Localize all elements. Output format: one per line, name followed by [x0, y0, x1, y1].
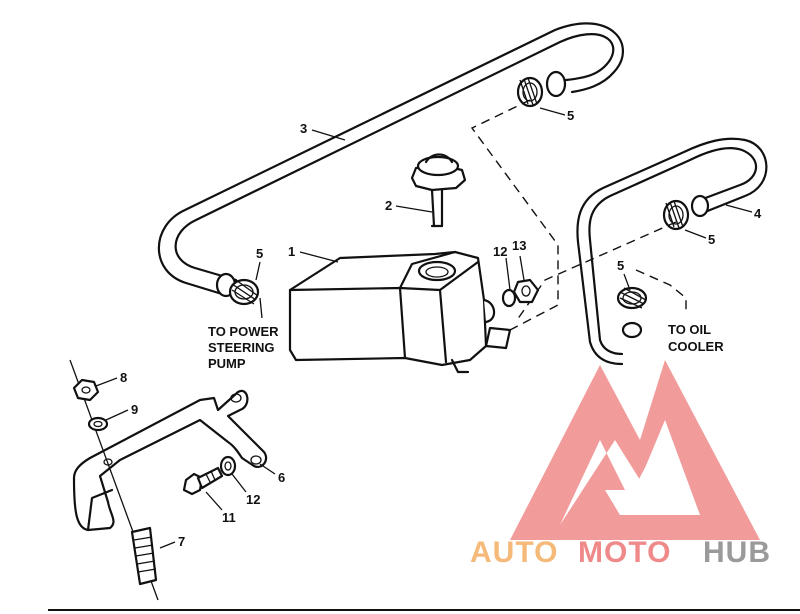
hose-clamp-a: [516, 76, 544, 108]
mounting-bracket: [72, 389, 268, 532]
note-power-line3: PUMP: [208, 356, 246, 371]
note-power-line2: STEERING: [208, 340, 274, 355]
callout-5-right: 5: [708, 232, 715, 247]
callout-9: 9: [131, 402, 138, 417]
hose-clamp-b: [662, 199, 690, 231]
stud-7: [130, 526, 158, 586]
callout-labels: 3 2 1 5 5 5 5 4 12 13 6 7 8 9 11 12: [120, 108, 762, 549]
nut-13: [512, 278, 540, 304]
hose-clamp-c: [228, 278, 260, 306]
callout-1: 1: [288, 244, 295, 259]
hose-4: [576, 137, 768, 366]
hose-4-end-bottom: [621, 321, 643, 339]
reservoir: [288, 250, 512, 374]
callout-12-upper: 12: [493, 244, 507, 259]
watermark-logo: [510, 360, 760, 540]
nut-8: [72, 378, 100, 402]
callout-4: 4: [754, 206, 762, 221]
watermark-part1: AUTO: [470, 536, 558, 569]
callout-7: 7: [178, 534, 185, 549]
hose-4-end-top: [690, 194, 710, 218]
callout-8: 8: [120, 370, 127, 385]
dashed-leader-top: [470, 99, 559, 331]
callout-3: 3: [300, 121, 307, 136]
callout-leaders: [95, 107, 753, 549]
callout-12-lower: 12: [246, 492, 260, 507]
callout-2: 2: [385, 198, 392, 213]
washer-12-lower: [219, 455, 237, 477]
callout-5-left: 5: [256, 246, 263, 261]
washer-12-upper: [501, 288, 517, 308]
watermark-part2: MOTO: [578, 536, 671, 569]
callout-6: 6: [278, 470, 285, 485]
reservoir-fitting: [482, 298, 496, 324]
dipstick-cap: [410, 153, 467, 228]
hose-clamp-d: [616, 286, 648, 310]
washer-9: [87, 416, 109, 432]
reservoir-outlet-tube: [484, 326, 512, 350]
callout-5-top: 5: [567, 108, 574, 123]
note-power-line1: TO POWER: [208, 324, 279, 339]
note-oil-cooler: TO OIL COOLER: [668, 322, 724, 354]
bolt-11: [182, 466, 224, 496]
hose-3-end-top: [545, 70, 567, 98]
note-power-steering: TO POWER STEERING PUMP: [208, 324, 279, 371]
dashed-leader-oil: [635, 269, 687, 310]
watermark-text: AUTO MOTO HUB: [470, 536, 771, 569]
note-oil-line2: COOLER: [668, 339, 724, 354]
watermark-part3: HUB: [703, 536, 771, 569]
callout-13: 13: [512, 238, 526, 253]
callout-5-oil: 5: [617, 258, 624, 273]
hose-3: [157, 22, 625, 298]
note-oil-line1: TO OIL: [668, 322, 711, 337]
callout-11: 11: [222, 510, 236, 525]
dashed-leader-right: [516, 221, 677, 321]
